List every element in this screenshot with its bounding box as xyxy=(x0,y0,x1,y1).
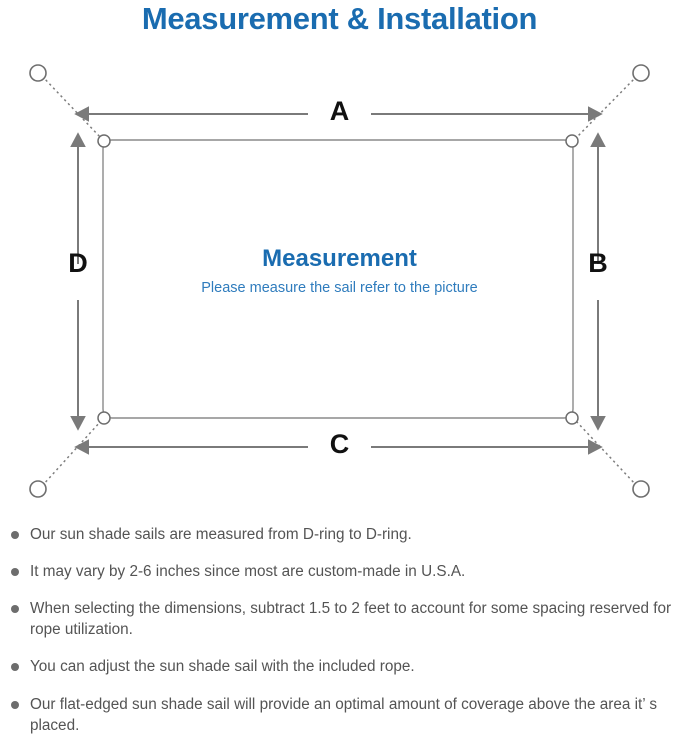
bullet-icon xyxy=(11,663,19,672)
list-item: It may vary by 2-6 inches since most are… xyxy=(0,561,679,582)
d-ring-top-right xyxy=(565,134,579,148)
bullet-icon xyxy=(11,531,19,539)
anchor-bottom-right xyxy=(632,480,650,498)
list-item: You can adjust the sun shade sail with t… xyxy=(0,656,679,677)
rope-top-left xyxy=(41,75,102,139)
list-item: Our flat-edged sun shade sail will provi… xyxy=(0,694,679,736)
notes-list: Our sun shade sails are measured from D-… xyxy=(0,524,679,752)
page-title: Measurement & Installation xyxy=(141,1,538,36)
list-item: Our sun shade sails are measured from D-… xyxy=(0,524,679,545)
note-text: Our flat-edged sun shade sail will provi… xyxy=(30,695,657,734)
dimension-label-a: A xyxy=(329,96,350,126)
list-item: When selecting the dimensions, subtract … xyxy=(0,598,679,640)
note-text: It may vary by 2-6 inches since most are… xyxy=(30,563,466,581)
bullet-icon xyxy=(11,605,19,614)
d-ring-top-left xyxy=(97,134,111,148)
note-text: Our sun shade sails are measured from D-… xyxy=(30,526,412,543)
rope-bottom-left xyxy=(41,420,102,487)
d-ring-bottom-left xyxy=(97,411,111,425)
note-text: You can adjust the sun shade sail with t… xyxy=(30,658,415,676)
anchor-top-right xyxy=(632,64,650,82)
anchor-bottom-left xyxy=(29,480,47,498)
dimension-label-c: C xyxy=(329,429,350,459)
bullet-icon xyxy=(11,700,19,709)
note-text: When selecting the dimensions, subtract … xyxy=(30,600,672,639)
dimension-label-b: B xyxy=(588,248,608,278)
anchor-top-left xyxy=(29,64,47,82)
sail-outline xyxy=(102,139,574,419)
bullet-icon xyxy=(11,568,19,577)
diagram-svg xyxy=(29,64,650,498)
dimension-label-d: D xyxy=(68,248,88,278)
rope-bottom-right xyxy=(575,420,638,487)
rope-top-right xyxy=(575,75,638,139)
d-ring-bottom-right xyxy=(565,411,579,425)
sail-measurement-diagram: Measurement Please measure the sail refe… xyxy=(0,52,679,517)
